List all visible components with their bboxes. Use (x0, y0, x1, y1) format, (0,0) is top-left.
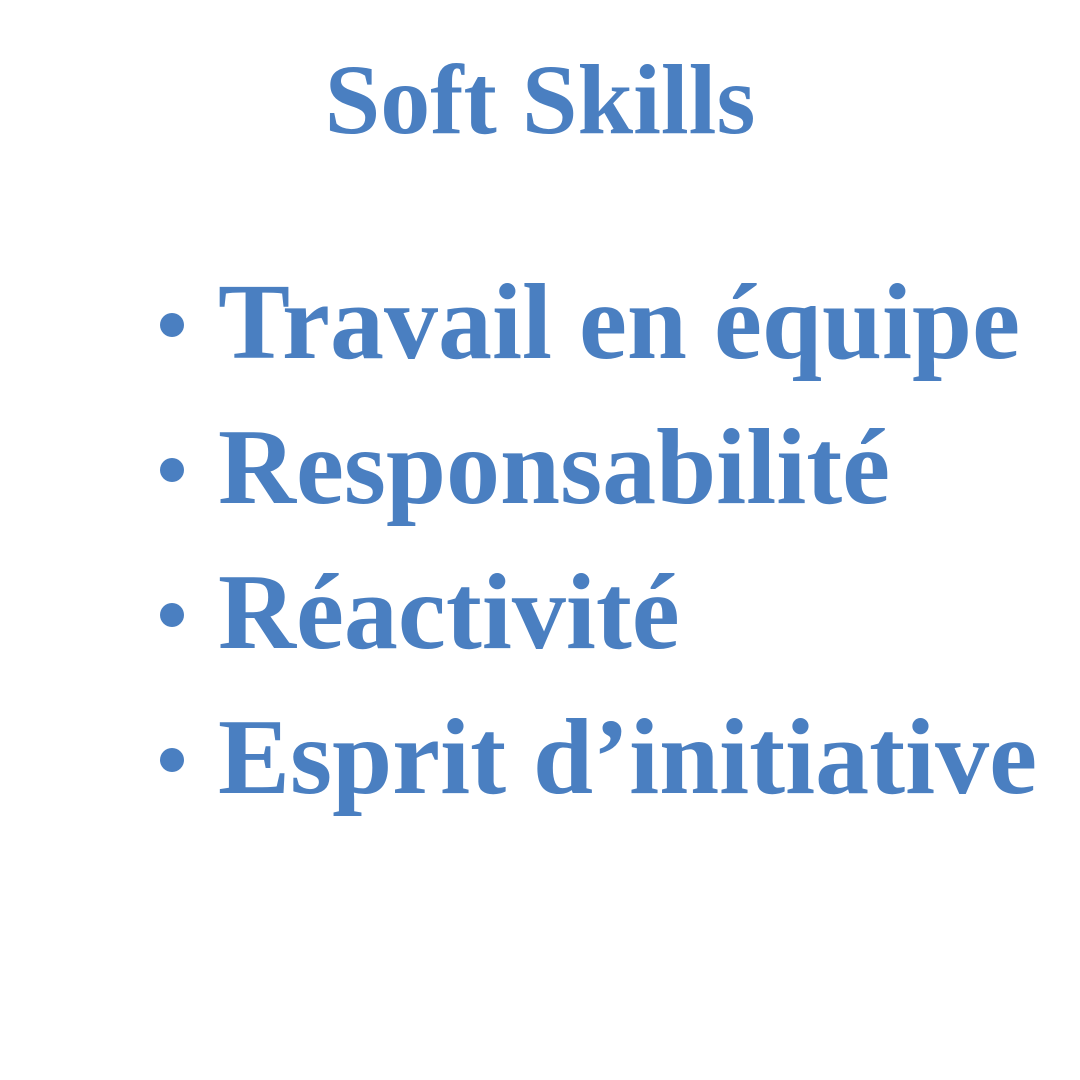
list-item-label: Responsabilité (218, 407, 891, 527)
bullet-icon (160, 312, 184, 337)
list-item-label: Esprit d’initiative (218, 697, 1038, 817)
list-item-label: Travail en équipe (218, 262, 1021, 382)
page-title: Soft Skills (324, 44, 756, 155)
list-item: Esprit d’initiative (160, 685, 1037, 830)
list-item: Responsabilité (160, 395, 1037, 540)
bullet-icon (160, 747, 184, 772)
list-item: Réactivité (160, 540, 1037, 685)
list-item: Travail en équipe (160, 250, 1037, 395)
bullet-icon (160, 457, 184, 482)
bullet-icon (160, 602, 184, 627)
list-item-label: Réactivité (218, 552, 680, 672)
skills-list: Travail en équipe Responsabilité Réactiv… (160, 250, 1037, 830)
